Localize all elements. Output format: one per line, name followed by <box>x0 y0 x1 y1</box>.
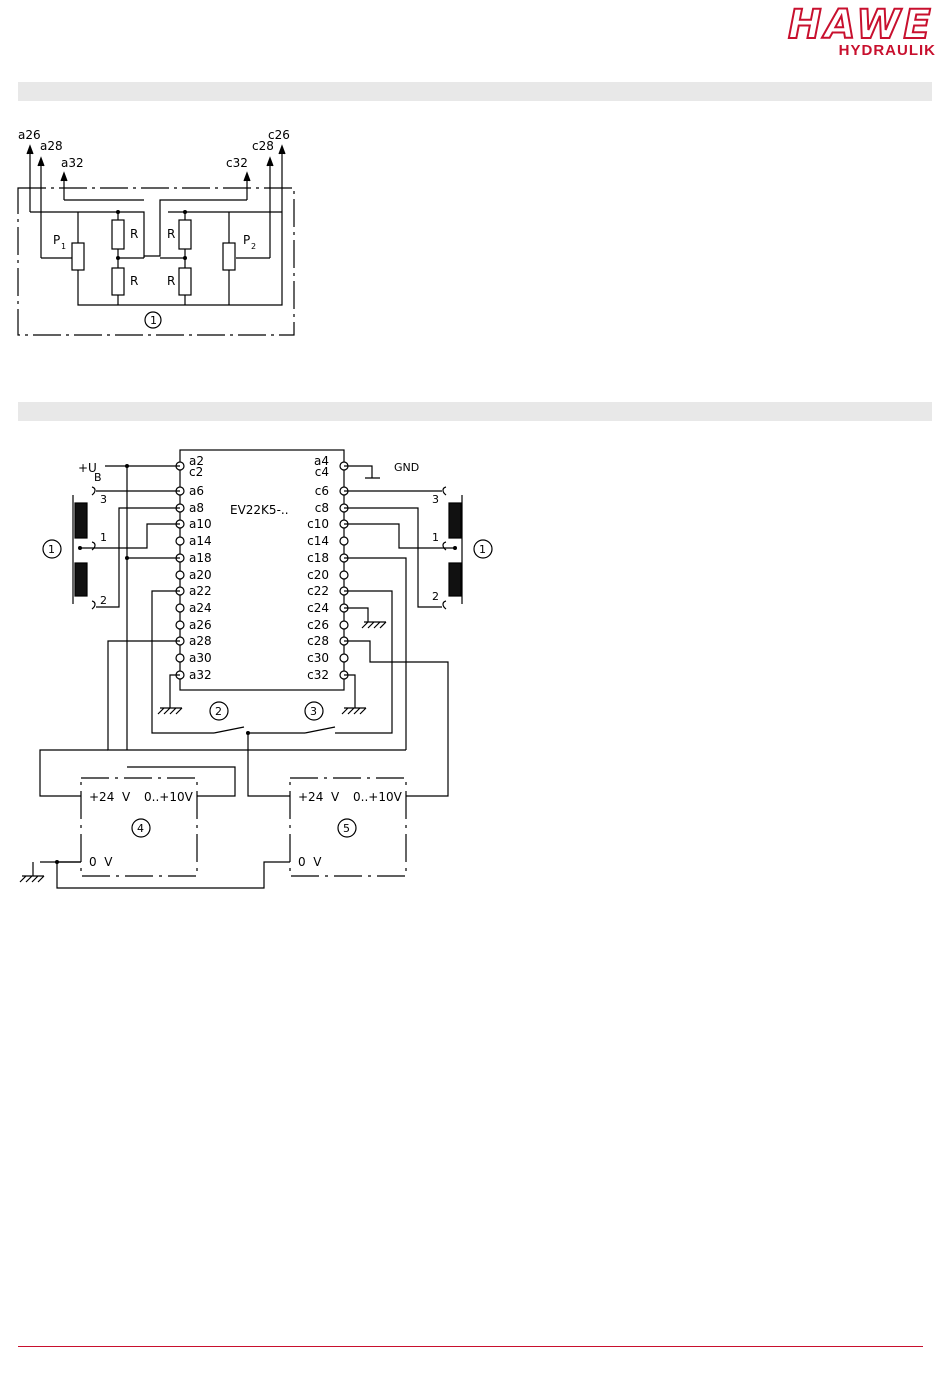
pin-label: a24 <box>189 601 212 615</box>
box4-0v: 0 V <box>89 855 113 869</box>
pin-label: a26 <box>189 618 212 632</box>
box4-24v: +24 V <box>89 790 131 804</box>
pin-label: c2 <box>189 465 203 479</box>
connector-pin <box>176 537 184 545</box>
connector-pin <box>176 654 184 662</box>
coil-label: 2 <box>432 590 439 603</box>
lower-wiring <box>40 591 448 888</box>
coil-label: 2 <box>100 594 107 607</box>
coil-label: 3 <box>432 493 439 506</box>
marker-label: 2 <box>215 705 222 718</box>
marker-label: 5 <box>343 822 350 835</box>
footer-rule <box>18 1346 923 1347</box>
box5-range: 0..+10V <box>353 790 403 804</box>
coil-label: 1 <box>432 531 439 544</box>
pin-label: c24 <box>307 601 329 615</box>
pin-label: a10 <box>189 517 212 531</box>
pin-label: a20 <box>189 568 212 582</box>
coil-label: 3 <box>100 493 107 506</box>
connector-pin <box>340 571 348 579</box>
pin-label: a14 <box>189 534 212 548</box>
pin-label: c10 <box>307 517 329 531</box>
chip-name: EV22K5-.. <box>230 503 289 517</box>
box5-24v: +24 V <box>298 790 340 804</box>
connector-pin <box>176 571 184 579</box>
pin-label: c26 <box>307 618 329 632</box>
pin-label: c28 <box>307 634 329 648</box>
connector-pin <box>340 537 348 545</box>
pin-label: a28 <box>189 634 212 648</box>
right-pin-column: a4c4c6c8c10c14c18c20c22c24c26c28c30c32 <box>307 454 348 682</box>
right-solenoid-coils <box>344 487 462 750</box>
box5-0v: 0 V <box>298 855 322 869</box>
marker-label: 4 <box>137 822 144 835</box>
gnd-label: GND <box>394 461 419 474</box>
pin-label: c14 <box>307 534 329 548</box>
pin-label: c30 <box>307 651 329 665</box>
pin-label: a18 <box>189 551 212 565</box>
connector-pin <box>340 621 348 629</box>
pin-label: a8 <box>189 501 204 515</box>
box4-range: 0..+10V <box>144 790 194 804</box>
marker-label: 3 <box>310 705 317 718</box>
connector-pin <box>176 621 184 629</box>
pin-label: a32 <box>189 668 212 682</box>
pin-label: c18 <box>307 551 329 565</box>
pin-label: c4 <box>315 465 329 479</box>
marker-label: 1 <box>479 543 486 556</box>
coil-label: 1 <box>100 531 107 544</box>
pin-label: c8 <box>315 501 329 515</box>
pin-label: a30 <box>189 651 212 665</box>
gnd-wire <box>344 466 380 478</box>
pin-label: a22 <box>189 584 212 598</box>
connector-pin <box>340 654 348 662</box>
connector-pin <box>176 604 184 612</box>
pin-label: c6 <box>315 484 329 498</box>
marker-label: 1 <box>48 543 55 556</box>
pin-label: c22 <box>307 584 329 598</box>
pin-label: c32 <box>307 668 329 682</box>
pin-label: c20 <box>307 568 329 582</box>
supply-subscript: B <box>94 471 102 484</box>
pin-label: a6 <box>189 484 204 498</box>
